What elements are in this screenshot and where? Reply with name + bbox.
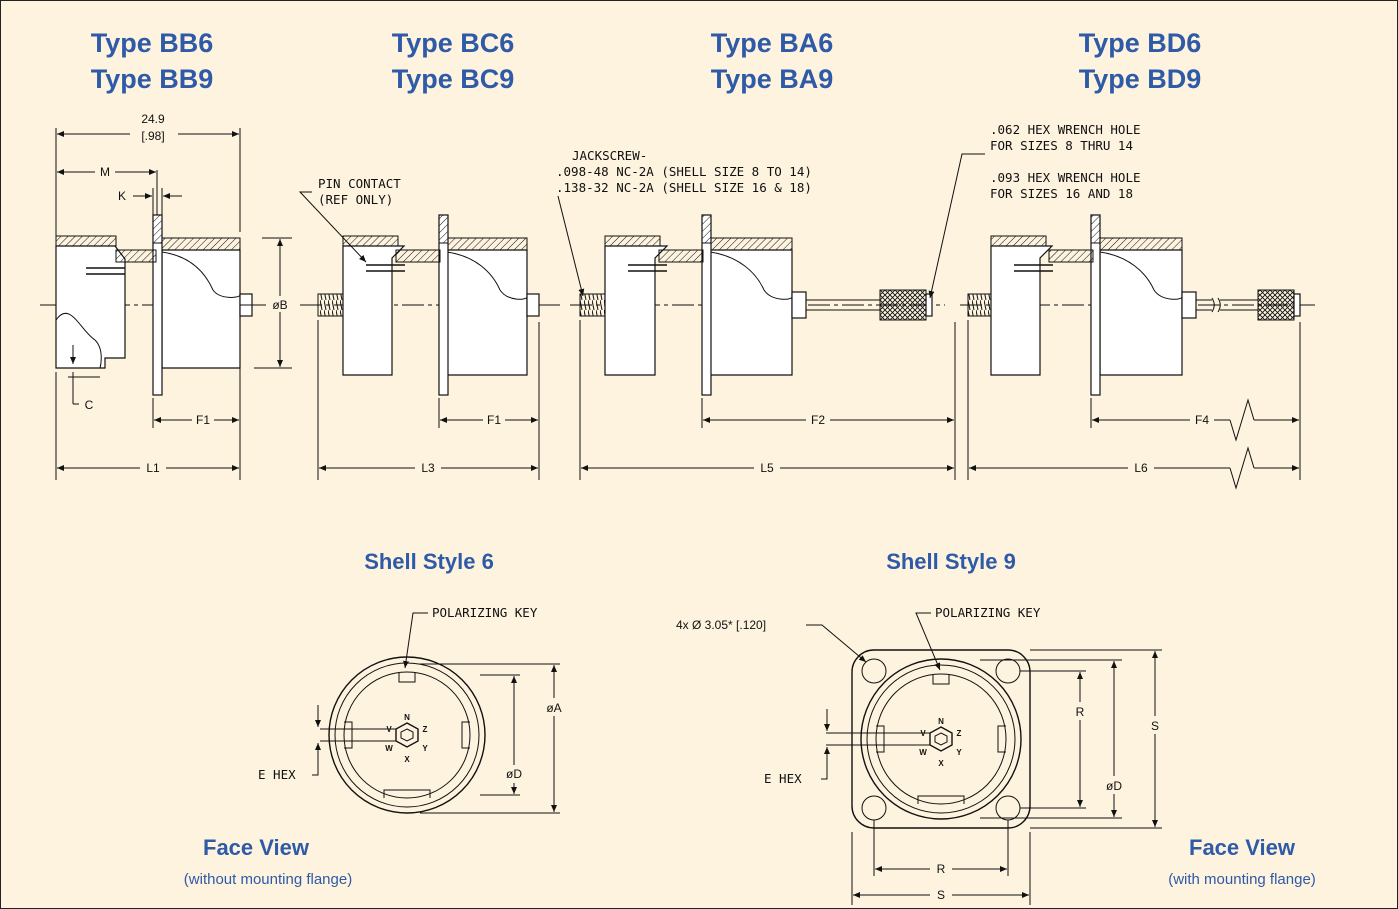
shell-9-face-view: N Z Y X W V POLARIZING KEY 4x Ø 3.05* [.… (676, 605, 1165, 905)
dim-k: K (118, 189, 126, 203)
note-hex-wrench-4: FOR SIZES 16 AND 18 (990, 186, 1133, 201)
face9-dim-s-vertical: S (1151, 719, 1159, 733)
shell-6-face-view: N Z Y X W V POLARIZING KEY E HEX øA øD (258, 605, 566, 814)
face6-polarizing-key: POLARIZING KEY (432, 605, 538, 620)
note-hex-wrench-2: FOR SIZES 8 THRU 14 (990, 138, 1133, 153)
connector-bd-side-view (960, 214, 1315, 396)
face6-letter-x: X (404, 755, 410, 764)
heading-bd6: Type BD6 (1079, 28, 1202, 58)
heading-bc9: Type BC9 (392, 64, 515, 94)
face9-letter-w: W (919, 748, 927, 757)
heading-ba6: Type BA6 (711, 28, 834, 58)
face6-letter-w: W (385, 744, 393, 753)
dim-overall-in: [.98] (141, 129, 164, 143)
face9-letter-n: N (938, 717, 944, 726)
dim-m: M (100, 165, 110, 179)
face9-letter-z: Z (957, 729, 962, 738)
bd-annotations: .062 HEX WRENCH HOLE FOR SIZES 8 THRU 14… (928, 122, 1301, 490)
face6-dim-a: øA (546, 701, 561, 715)
face9-holes-note: 4x Ø 3.05* [.120] (676, 618, 766, 632)
dim-l5: L5 (760, 461, 774, 475)
heading-bc6: Type BC6 (392, 28, 515, 58)
bc-annotations: PIN CONTACT (REF ONLY) F1 L3 (298, 176, 540, 480)
note-jackscrew-3: .138-32 NC-2A (SHELL SIZE 16 & 18) (556, 180, 812, 195)
connector-bb-side-view (40, 214, 272, 396)
note-hex-wrench-1: .062 HEX WRENCH HOLE (990, 122, 1141, 137)
face9-dim-d: øD (1106, 779, 1122, 793)
dim-f4: F4 (1195, 413, 1209, 427)
connector-bc-side-view (300, 214, 560, 396)
shell-9-subcaption: (with mounting flange) (1168, 871, 1316, 888)
face6-letter-z: Z (423, 725, 428, 734)
face9-e-hex: E HEX (764, 771, 802, 786)
heading-bb6: Type BB6 (91, 28, 214, 58)
note-pin-contact-2: (REF ONLY) (318, 192, 393, 207)
dim-f2: F2 (811, 413, 825, 427)
dim-f1-bc: F1 (487, 413, 501, 427)
shell-6-subcaption: (without mounting flange) (184, 871, 352, 888)
shell-style-9-title: Shell Style 9 (886, 549, 1016, 574)
note-hex-wrench-3: .093 HEX WRENCH HOLE (990, 170, 1141, 185)
face9-dim-s-horizontal: S (937, 888, 945, 902)
shell-style-6-title: Shell Style 6 (364, 549, 494, 574)
dim-l1: L1 (146, 461, 160, 475)
bb-dimensions: 24.9 [.98] M K øB C F1 L1 (55, 112, 292, 480)
face9-letter-y: Y (956, 748, 962, 757)
face9-polarizing-key: POLARIZING KEY (935, 605, 1041, 620)
face9-dim-r-vertical: R (1076, 705, 1085, 719)
heading-bb9: Type BB9 (91, 64, 214, 94)
note-jackscrew-1: JACKSCREW- (572, 148, 647, 163)
face6-e-hex: E HEX (258, 767, 296, 782)
face9-dim-r-horizontal: R (937, 862, 946, 876)
shell-6-caption: Face View (203, 835, 310, 860)
dim-f1-bb: F1 (196, 413, 210, 427)
dim-overall-mm: 24.9 (141, 112, 165, 126)
shell-9-caption: Face View (1189, 835, 1296, 860)
face6-letter-n: N (404, 713, 410, 722)
face6-dim-d: øD (506, 767, 522, 781)
note-jackscrew-2: .098-48 NC-2A (SHELL SIZE 8 TO 14) (556, 164, 812, 179)
dim-l6: L6 (1134, 461, 1148, 475)
dim-c: C (85, 398, 94, 412)
face9-letter-x: X (938, 759, 944, 768)
face6-letter-y: Y (422, 744, 428, 753)
ba-annotations: JACKSCREW- .098-48 NC-2A (SHELL SIZE 8 T… (556, 148, 956, 480)
dim-l3: L3 (421, 461, 435, 475)
connector-ba-side-view (570, 214, 945, 396)
dim-b: øB (272, 298, 287, 312)
heading-ba9: Type BA9 (711, 64, 834, 94)
heading-bd9: Type BD9 (1079, 64, 1202, 94)
note-pin-contact-1: PIN CONTACT (318, 176, 401, 191)
